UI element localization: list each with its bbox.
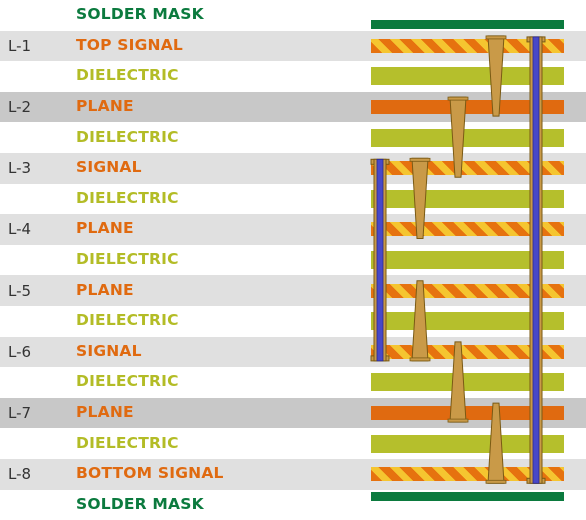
layer-name: SIGNAL xyxy=(76,158,142,177)
dielectric-layer-bar xyxy=(371,67,564,86)
through-via xyxy=(526,36,546,484)
layer-name: PLANE xyxy=(76,403,134,422)
layer-row-dielectric: DIELECTRIC xyxy=(0,122,586,153)
layer-row-mask: SOLDER MASK xyxy=(0,0,586,31)
layer-row-l-4: L-4 PLANE xyxy=(0,214,586,245)
layer-name: DIELECTRIC xyxy=(76,311,179,330)
layer-row-mask: SOLDER MASK xyxy=(0,490,586,520)
layer-id: L-7 xyxy=(8,404,32,423)
microvia xyxy=(447,96,469,178)
layer-id: L-5 xyxy=(8,281,32,300)
plane-layer-bar xyxy=(371,406,564,421)
microvia xyxy=(485,402,507,484)
layer-name: BOTTOM SIGNAL xyxy=(76,464,224,483)
microvia xyxy=(447,341,469,423)
plane-layer-bar xyxy=(371,100,564,115)
layer-id: L-3 xyxy=(8,159,32,178)
layer-row-dielectric: DIELECTRIC xyxy=(0,428,586,459)
layer-name: SIGNAL xyxy=(76,341,142,360)
layer-id: L-2 xyxy=(8,98,32,117)
layer-row-l-6: L-6 SIGNAL xyxy=(0,336,586,368)
dielectric-layer-bar xyxy=(371,434,564,453)
layer-name: DIELECTRIC xyxy=(76,66,179,85)
layer-name: DIELECTRIC xyxy=(76,433,179,452)
dielectric-layer-bar xyxy=(371,373,564,392)
layer-name: SOLDER MASK xyxy=(76,5,204,24)
mask-layer-bar xyxy=(371,19,564,29)
microvia xyxy=(409,157,431,239)
layer-row-dielectric: DIELECTRIC xyxy=(0,61,586,92)
layer-id: L-1 xyxy=(8,36,32,55)
layer-name: PLANE xyxy=(76,97,134,116)
layer-name: PLANE xyxy=(76,219,134,238)
layer-id: L-6 xyxy=(8,342,32,361)
layer-row-l-2: L-2 PLANE xyxy=(0,91,586,123)
signal-layer-bar xyxy=(371,38,564,53)
layer-name: TOP SIGNAL xyxy=(76,35,184,54)
signal-layer-bar xyxy=(371,467,564,482)
layer-id: L-4 xyxy=(8,220,32,239)
buried-via xyxy=(370,158,390,362)
layer-name: PLANE xyxy=(76,280,134,299)
layer-row-dielectric: DIELECTRIC xyxy=(0,245,586,276)
dielectric-layer-bar xyxy=(371,251,564,270)
layer-name: DIELECTRIC xyxy=(76,250,179,269)
layer-name: DIELECTRIC xyxy=(76,188,179,207)
layer-row-l-7: L-7 PLANE xyxy=(0,397,586,429)
microvia xyxy=(409,280,431,362)
microvia xyxy=(485,35,507,117)
mask-layer-bar xyxy=(371,491,564,501)
layer-id: L-8 xyxy=(8,465,32,484)
layer-name: DIELECTRIC xyxy=(76,127,179,146)
layer-name: DIELECTRIC xyxy=(76,372,179,391)
dielectric-layer-bar xyxy=(371,128,564,147)
layer-row-dielectric: DIELECTRIC xyxy=(0,367,586,398)
layer-row-l-3: L-3 SIGNAL xyxy=(0,153,586,184)
layer-name: SOLDER MASK xyxy=(76,494,204,513)
